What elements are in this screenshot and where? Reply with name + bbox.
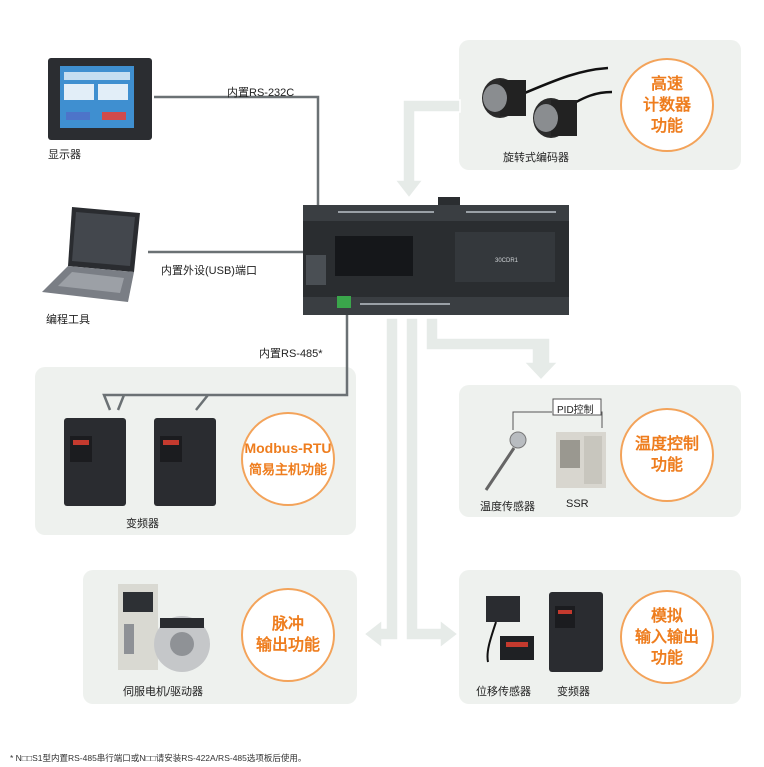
- badge-line: 输入输出: [634, 628, 699, 646]
- rs232c-label: 内置RS-232C: [227, 87, 295, 99]
- displacement-sensor-label: 位移传感器: [476, 686, 531, 698]
- usb-label: 内置外设(USB)端口: [161, 265, 257, 277]
- analog-devices: [486, 592, 603, 672]
- display-label: 显示器: [48, 149, 81, 161]
- laptop-device: [42, 207, 140, 302]
- rotary-encoder-label: 旋转式编码器: [503, 152, 569, 164]
- encoder-device: [482, 66, 613, 138]
- modbus-badge: Modbus-RTU 简易主机功能: [241, 412, 335, 506]
- footnote: * N□□S1型内置RS-485串行端口或N□□请安装RS-422A/RS-48…: [10, 753, 307, 763]
- badge-line: 脉冲: [271, 616, 304, 633]
- rs485-label: 内置RS-485*: [259, 348, 323, 360]
- badge-line: 高速: [650, 75, 683, 93]
- analog-io-badge: 模拟 输入输出 功能: [620, 590, 714, 684]
- temperature-arrow: [425, 317, 560, 382]
- modbus-line: [102, 370, 349, 411]
- badge-line: 输出功能: [255, 637, 320, 654]
- encoder-arrow: [393, 99, 461, 200]
- badge-line: 模拟: [650, 607, 683, 625]
- temp-sensor-label: 温度传感器: [480, 501, 535, 513]
- inverters-modbus: [64, 418, 216, 506]
- pulse-output-badge: 脉冲 输出功能: [241, 588, 335, 682]
- plc-device: [303, 197, 569, 315]
- badge-line: 功能: [650, 117, 683, 135]
- pid-box-label: PID控制: [557, 405, 594, 416]
- badge-line: 功能: [650, 457, 683, 474]
- temperature-control-badge: 温度控制 功能: [620, 408, 714, 502]
- pulse-arrow: [362, 317, 399, 650]
- ssr-label: SSR: [566, 498, 589, 510]
- rs232c-line: [154, 95, 320, 288]
- badge-line: 温度控制: [634, 436, 699, 453]
- servo-devices: [118, 584, 210, 672]
- badge-line: 计数器: [642, 96, 691, 114]
- temperature-devices: [484, 398, 606, 491]
- badge-line: 简易主机功能: [248, 462, 327, 477]
- badge-line: 功能: [650, 649, 683, 667]
- inverter-modbus-label: 变频器: [126, 518, 159, 530]
- inverter-analog-label: 变频器: [557, 686, 590, 698]
- plc-model-label: 30CDR1: [495, 258, 519, 264]
- high-speed-counter-badge: 高速 计数器 功能: [620, 58, 714, 152]
- display-device: [48, 58, 152, 140]
- programming-tool-label: 编程工具: [46, 314, 90, 326]
- analog-arrow: [405, 317, 460, 650]
- servo-label: 伺服电机/驱动器: [123, 686, 204, 698]
- badge-line: Modbus-RTU: [244, 440, 332, 456]
